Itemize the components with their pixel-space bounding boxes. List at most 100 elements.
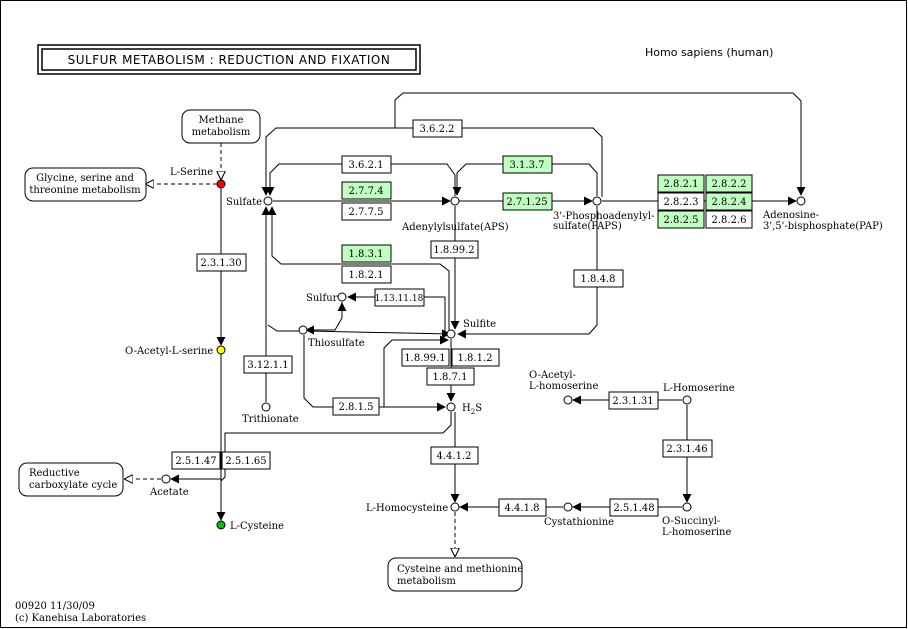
label-sulfate: Sulfate: [226, 197, 262, 208]
svg-text:metabolism: metabolism: [397, 576, 456, 587]
svg-text:2.8.2.6: 2.8.2.6: [712, 215, 747, 226]
node-thiosulfate[interactable]: [298, 325, 308, 335]
svg-text:2.8.1.5: 2.8.1.5: [339, 402, 374, 413]
compound-labels: L-Serine Sulfate Adenylylsulfate(APS) 3'…: [125, 167, 883, 538]
svg-text:2.7.1.25: 2.7.1.25: [506, 197, 547, 208]
node-l-cysteine[interactable]: [216, 520, 226, 530]
node-aps[interactable]: [450, 196, 460, 206]
label-o-succinyl-2: L-homoserine: [662, 527, 731, 538]
enzyme-2-8-2-4[interactable]: 2.8.2.4: [705, 192, 753, 211]
svg-text:1.13.11.18: 1.13.11.18: [375, 294, 424, 304]
map-title-box: SULFUR METABOLISM : REDUCTION AND FIXATI…: [37, 44, 421, 75]
node-l-homoserine[interactable]: [682, 395, 692, 405]
enzyme-1-8-99-2[interactable]: 1.8.99.2: [430, 240, 479, 259]
enzyme-3-12-1-1[interactable]: 3.12.1.1: [243, 355, 293, 374]
svg-text:metabolism: metabolism: [192, 127, 251, 138]
label-thiosulfate: Thiosulfate: [308, 338, 365, 349]
node-sulfur[interactable]: [337, 292, 347, 302]
pathway-map-cysteine[interactable]: Cysteine and methionine metabolism: [387, 557, 523, 592]
label-paps-1: 3'-Phosphoadenylyl-: [553, 211, 654, 222]
map-title: SULFUR METABOLISM : REDUCTION AND FIXATI…: [68, 53, 391, 67]
enzyme-2-5-1-48[interactable]: 2.5.1.48: [609, 498, 659, 517]
label-pap-1: Adenosine-: [762, 210, 819, 221]
svg-text:3.6.2.1: 3.6.2.1: [349, 160, 384, 171]
pathway-map-methane[interactable]: Methane metabolism: [181, 109, 261, 144]
svg-text:2.5.1.48: 2.5.1.48: [613, 503, 654, 514]
node-o-acetyl-l-serine[interactable]: [216, 345, 226, 355]
enzyme-1-8-4-8[interactable]: 1.8.4.8: [573, 269, 624, 288]
label-l-cysteine: L-Cysteine: [230, 521, 284, 532]
svg-text:carboxylate cycle: carboxylate cycle: [29, 480, 117, 491]
label-l-homocysteine: L-Homocysteine: [366, 503, 448, 514]
svg-text:Reductive: Reductive: [29, 468, 80, 479]
svg-text:Glycine, serine and: Glycine, serine and: [36, 173, 134, 184]
enzyme-3-1-3-7[interactable]: 3.1.3.7: [502, 155, 553, 174]
svg-text:2.7.7.5: 2.7.7.5: [349, 207, 384, 218]
enzyme-2-7-7-4[interactable]: 2.7.7.4: [341, 181, 392, 200]
svg-text:3.1.3.7: 3.1.3.7: [510, 160, 545, 171]
footer-copyright: (c) Kanehisa Laboratories: [15, 613, 146, 624]
node-h2s[interactable]: [446, 402, 456, 412]
enzyme-2-3-1-46[interactable]: 2.3.1.46: [662, 439, 713, 458]
label-h2s: H2S: [462, 403, 482, 416]
svg-text:2.5.1.65: 2.5.1.65: [225, 456, 266, 467]
enzyme-2-8-2-6[interactable]: 2.8.2.6: [705, 210, 753, 229]
enzyme-2-3-1-30[interactable]: 2.3.1.30: [196, 253, 247, 272]
node-paps[interactable]: [592, 196, 602, 206]
enzyme-4-4-1-8[interactable]: 4.4.1.8: [498, 498, 547, 517]
svg-text:4.4.1.8: 4.4.1.8: [505, 503, 540, 514]
enzyme-4-4-1-2[interactable]: 4.4.1.2: [430, 446, 479, 465]
node-o-acetyl-l-homoserine[interactable]: [563, 395, 573, 405]
node-o-succinyl-l-homoserine[interactable]: [682, 502, 692, 512]
enzyme-2-5-1-65[interactable]: 2.5.1.65: [221, 451, 271, 470]
node-cystathionine[interactable]: [563, 502, 573, 512]
node-pap[interactable]: [796, 196, 806, 206]
enzyme-3-6-2-1[interactable]: 3.6.2.1: [341, 155, 392, 174]
enzyme-2-3-1-31[interactable]: 2.3.1.31: [608, 391, 659, 410]
node-trithionate[interactable]: [261, 402, 271, 412]
svg-text:1.8.99.2: 1.8.99.2: [433, 245, 474, 256]
label-trithionate: Trithionate: [242, 414, 299, 425]
node-acetate[interactable]: [161, 474, 171, 484]
label-sulfite: Sulfite: [463, 319, 496, 330]
enzyme-1-8-99-1[interactable]: 1.8.99.1: [401, 348, 450, 367]
enzyme-3-6-2-2[interactable]: 3.6.2.2: [412, 119, 463, 138]
svg-text:1.8.99.1: 1.8.99.1: [404, 353, 445, 364]
svg-text:threonine metabolism: threonine metabolism: [29, 185, 141, 196]
enzyme-boxes: 3.6.2.2 3.6.2.1 3.1.3.7 2.7.7.4 2.7.7.5 …: [171, 119, 753, 517]
label-o-acetyl-hom-1: O-Acetyl-: [529, 370, 576, 381]
node-sulfate[interactable]: [263, 196, 273, 206]
svg-text:4.4.1.2: 4.4.1.2: [437, 451, 472, 462]
enzyme-1-13-11-18[interactable]: 1.13.11.18: [374, 288, 425, 307]
node-sulfite[interactable]: [446, 329, 456, 339]
enzyme-2-7-1-25[interactable]: 2.7.1.25: [502, 192, 553, 211]
enzyme-1-8-7-1[interactable]: 1.8.7.1: [426, 367, 475, 386]
enzyme-1-8-3-1[interactable]: 1.8.3.1: [341, 244, 392, 263]
node-l-homocysteine[interactable]: [450, 502, 460, 512]
enzyme-1-8-1-2[interactable]: 1.8.1.2: [451, 348, 500, 367]
svg-text:Methane: Methane: [199, 115, 244, 126]
svg-text:2.8.2.3: 2.8.2.3: [664, 197, 699, 208]
svg-text:2.7.7.4: 2.7.7.4: [349, 186, 384, 197]
pathway-map-glycine[interactable]: Glycine, serine and threonine metabolism: [24, 167, 147, 202]
enzyme-2-8-2-1[interactable]: 2.8.2.1: [657, 174, 705, 193]
enzyme-2-8-2-3[interactable]: 2.8.2.3: [657, 192, 705, 211]
enzyme-2-8-2-5[interactable]: 2.8.2.5: [657, 210, 705, 229]
svg-text:1.8.2.1: 1.8.2.1: [349, 270, 384, 281]
node-l-serine[interactable]: [216, 179, 226, 189]
pathway-map-reductive[interactable]: Reductive carboxylate cycle: [18, 462, 124, 497]
organism-label: Homo sapiens (human): [645, 46, 773, 59]
label-cystathionine: Cystathionine: [544, 517, 614, 528]
svg-text:2.3.1.46: 2.3.1.46: [666, 444, 707, 455]
svg-text:1.8.1.2: 1.8.1.2: [458, 353, 493, 364]
enzyme-2-5-1-47[interactable]: 2.5.1.47: [171, 451, 221, 470]
svg-text:1.8.3.1: 1.8.3.1: [349, 249, 384, 260]
label-aps: Adenylylsulfate(APS): [401, 222, 509, 233]
enzyme-2-7-7-5[interactable]: 2.7.7.5: [341, 202, 392, 221]
enzyme-2-8-1-5[interactable]: 2.8.1.5: [332, 397, 380, 416]
enzyme-2-8-2-2[interactable]: 2.8.2.2: [705, 174, 753, 193]
enzyme-1-8-2-1[interactable]: 1.8.2.1: [341, 265, 392, 284]
